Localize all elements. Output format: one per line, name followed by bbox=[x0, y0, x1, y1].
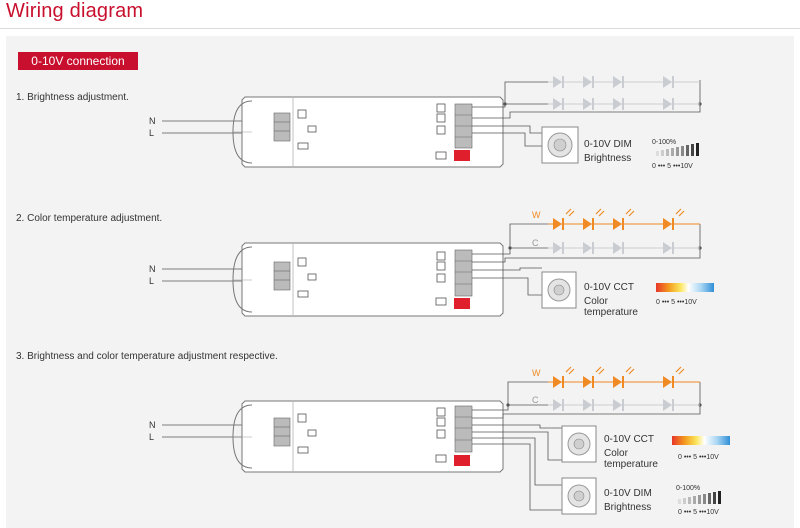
dim-function: Brightness bbox=[584, 153, 631, 164]
cct-function-line1: Color bbox=[604, 448, 629, 459]
output-wires bbox=[472, 80, 701, 147]
dimmer-knob bbox=[541, 126, 579, 164]
input-label-l: L bbox=[149, 276, 154, 286]
cool-channel-label: C bbox=[532, 395, 539, 405]
led-strip-cool bbox=[548, 399, 700, 411]
page-title: Wiring diagram bbox=[6, 0, 144, 22]
warm-channel-label: W bbox=[532, 210, 541, 220]
junction bbox=[506, 403, 510, 407]
step-2-heading: 2. Color temperature adjustment. bbox=[16, 213, 163, 224]
dim-range: 0-100% bbox=[652, 139, 676, 146]
diagram-brightness-and-cct: N L bbox=[149, 366, 730, 516]
cct-function-line1: Color bbox=[584, 296, 609, 307]
cct-label: 0-10V CCT bbox=[604, 434, 654, 445]
led-strip-lower bbox=[548, 98, 700, 110]
dim-range: 0-100% bbox=[676, 485, 700, 492]
brightness-ramp bbox=[678, 491, 721, 504]
output-wires bbox=[472, 381, 701, 511]
cct-label: 0-10V CCT bbox=[584, 282, 634, 293]
dim-label: 0-10V DIM bbox=[584, 139, 632, 150]
cct-gradient bbox=[656, 283, 714, 292]
cct-function-line2: temperature bbox=[604, 459, 658, 470]
input-label-n: N bbox=[149, 420, 156, 430]
brightness-ramp bbox=[656, 143, 699, 156]
led-driver bbox=[232, 400, 504, 473]
led-driver bbox=[232, 242, 504, 317]
led-strip-warm bbox=[548, 366, 700, 388]
junction bbox=[508, 246, 512, 250]
led-strip-warm bbox=[548, 208, 700, 230]
led-strip-upper bbox=[548, 76, 700, 88]
diagram-color-temperature: N L bbox=[149, 208, 714, 318]
led-strip-cool bbox=[548, 242, 700, 254]
connection-badge: 0-10V connection bbox=[18, 52, 138, 70]
input-label-n: N bbox=[149, 264, 156, 274]
dim-scale: 0 ••• 5 •••10V bbox=[678, 509, 719, 516]
title-divider bbox=[0, 28, 800, 29]
warm-channel-label: W bbox=[532, 368, 541, 378]
junction bbox=[503, 102, 507, 106]
input-label-l: L bbox=[149, 128, 154, 138]
cct-knob bbox=[541, 271, 577, 309]
dimmer-knob bbox=[561, 477, 597, 515]
cct-scale: 0 ••• 5 •••10V bbox=[678, 454, 719, 461]
dim-label: 0-10V DIM bbox=[604, 488, 652, 499]
input-label-n: N bbox=[149, 116, 156, 126]
dim-scale: 0 ••• 5 •••10V bbox=[652, 163, 693, 170]
cct-gradient bbox=[672, 436, 730, 445]
cct-knob bbox=[561, 425, 597, 463]
input-label-l: L bbox=[149, 432, 154, 442]
led-driver bbox=[232, 96, 504, 168]
cct-function-line2: temperature bbox=[584, 307, 638, 318]
cool-channel-label: C bbox=[532, 238, 539, 248]
step-1-heading: 1. Brightness adjustment. bbox=[16, 92, 129, 103]
cct-scale: 0 ••• 5 •••10V bbox=[656, 299, 697, 306]
dim-function: Brightness bbox=[604, 502, 651, 513]
step-3-heading: 3. Brightness and color temperature adju… bbox=[16, 351, 278, 362]
diagram-brightness: N L bbox=[149, 76, 702, 170]
